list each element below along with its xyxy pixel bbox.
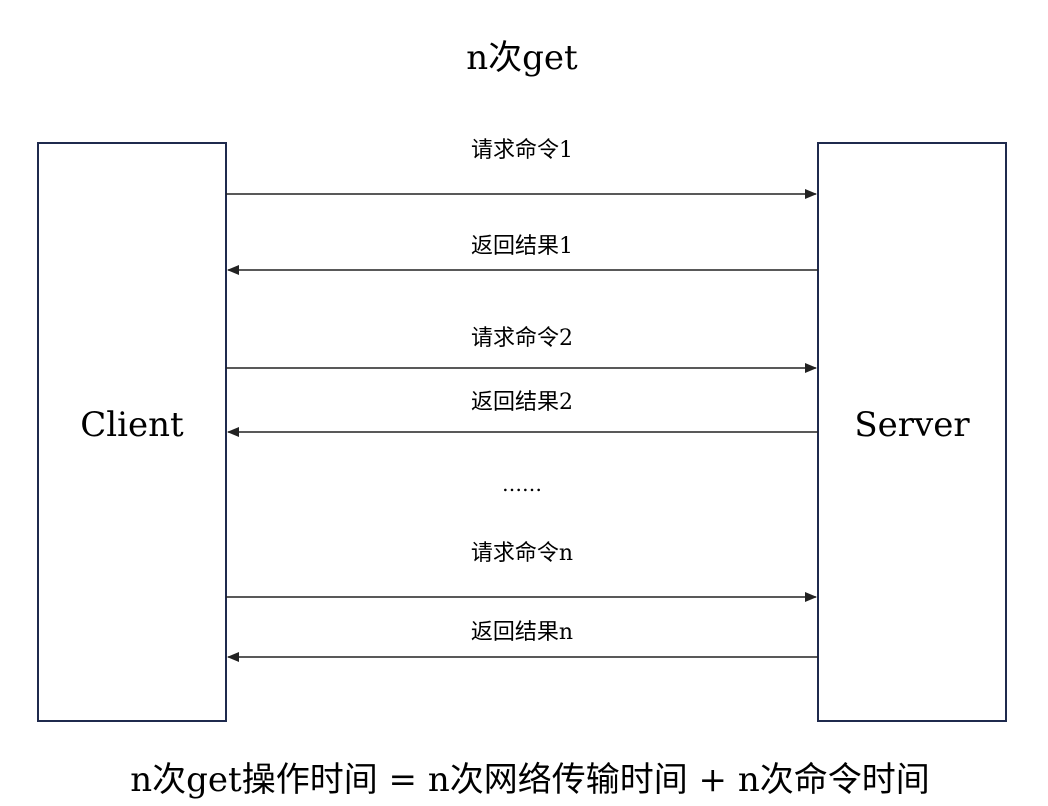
message-label-request-1: 请求命令1: [471, 138, 573, 163]
message-label-request-2: 请求命令2: [471, 326, 573, 351]
server-label: Server: [854, 405, 970, 445]
message-label-response-2: 返回结果2: [471, 390, 573, 415]
timing-formula: n次get操作时间 = n次网络传输时间 + n次命令时间: [130, 760, 930, 800]
ellipsis: ……: [502, 472, 542, 496]
client-label: Client: [80, 405, 184, 445]
message-label-request-n: 请求命令n: [470, 541, 574, 566]
server-box: [817, 142, 1007, 722]
client-box: [37, 142, 227, 722]
diagram-title: n次get: [466, 38, 578, 78]
message-label-response-1: 返回结果1: [471, 234, 573, 259]
message-label-response-n: 返回结果n: [470, 620, 574, 645]
